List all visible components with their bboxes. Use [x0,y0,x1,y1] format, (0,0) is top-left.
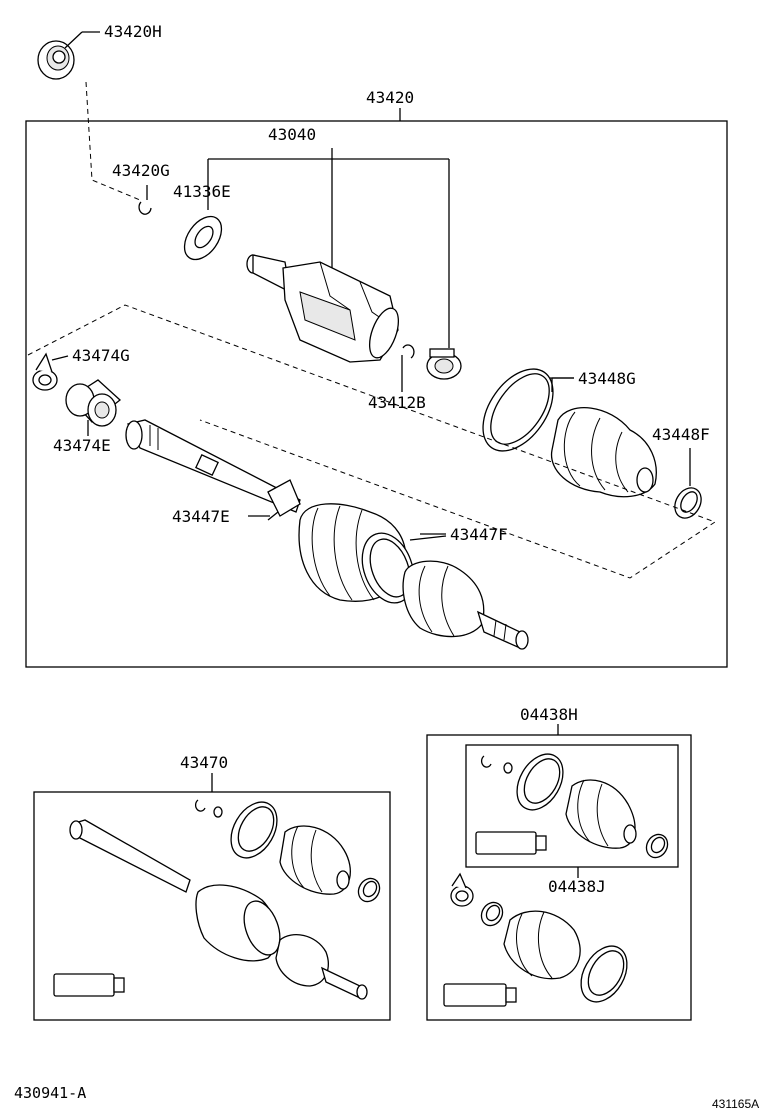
label-04438H: 04438H [520,705,578,724]
bracket-43040 [207,148,450,348]
footer-right-code: 431165A [712,1097,759,1111]
kit-43470-parts [53,799,381,1000]
label-43474G: 43474G [72,346,130,365]
label-43040: 43040 [268,125,316,144]
outboard-joint-housing [246,254,400,363]
assembly-box-43420 [25,120,728,668]
label-04438J: 04438J [548,877,606,896]
label-43420: 43420 [366,88,414,107]
label-43448G: 43448G [578,369,636,388]
clamp-43474G [32,352,69,391]
clamp-43448F [674,448,702,519]
circlip-43412B [401,344,415,392]
kit-box-04438H [426,734,692,1021]
label-43447F: 43447F [450,525,508,544]
sub-assembly-outline [27,304,717,579]
snap-ring-43420G [138,185,152,215]
label-43474E: 43474E [53,436,111,455]
label-43420H: 43420H [104,22,162,41]
inner-boot [298,503,415,604]
label-41336E: 41336E [173,182,231,201]
label-43470: 43470 [180,753,228,772]
damper-43474E [65,379,122,436]
outer-joint [402,535,529,650]
kit-04438H-parts [443,872,628,1007]
washer-41336E [183,215,223,261]
outer-boot [550,407,657,498]
footer-left-code: 430941-A [14,1084,86,1102]
label-43412B: 43412B [368,393,426,412]
tripod-joint [426,348,462,380]
bearing-43420H [37,31,141,201]
kit-04438J-parts [475,753,669,859]
label-43448F: 43448F [652,425,710,444]
kit-box-04438J [465,744,679,868]
label-43420G: 43420G [112,161,170,180]
label-43447E: 43447E [172,507,230,526]
drive-shaft [125,419,301,521]
